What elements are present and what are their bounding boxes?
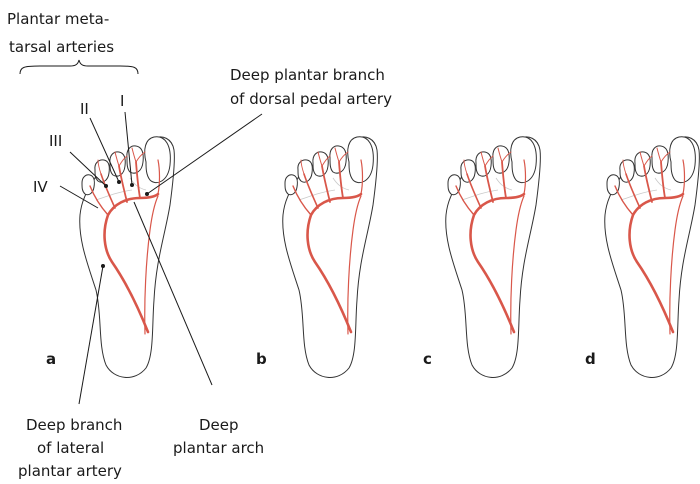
panel-label-d: d: [585, 350, 596, 368]
panel-label-b: b: [256, 350, 267, 368]
foot-diagram-b: [283, 137, 378, 378]
label-deep-arch-line2: plantar arch: [173, 439, 264, 457]
foot-diagram-c: [446, 137, 541, 378]
foot-diagram-a: [80, 137, 175, 378]
label-deep-branch-line1: Deep branch: [26, 416, 122, 434]
leader-deep-branch-lateral: [79, 266, 103, 404]
label-numeral-2: II: [80, 100, 89, 118]
panel-label-a: a: [46, 350, 56, 368]
label-deep-arch-line1: Deep: [199, 416, 239, 434]
metatarsal-brace: [20, 60, 138, 74]
label-numeral-4: IV: [33, 178, 48, 196]
label-deep-plantar-branch-line2: of dorsal pedal artery: [230, 90, 392, 108]
label-deep-branch-line3: plantar artery: [18, 462, 122, 480]
label-numeral-1: I: [120, 92, 124, 110]
label-deep-plantar-branch-line1: Deep plantar branch: [230, 66, 385, 84]
panel-label-c: c: [423, 350, 432, 368]
label-plantar-metatarsal-line2: tarsal arteries: [9, 38, 114, 56]
label-numeral-3: III: [49, 132, 62, 150]
foot-diagram-d: [605, 137, 700, 378]
label-deep-branch-line2: of lateral: [37, 439, 104, 457]
label-plantar-metatarsal-line1: Plantar meta-: [7, 10, 109, 28]
